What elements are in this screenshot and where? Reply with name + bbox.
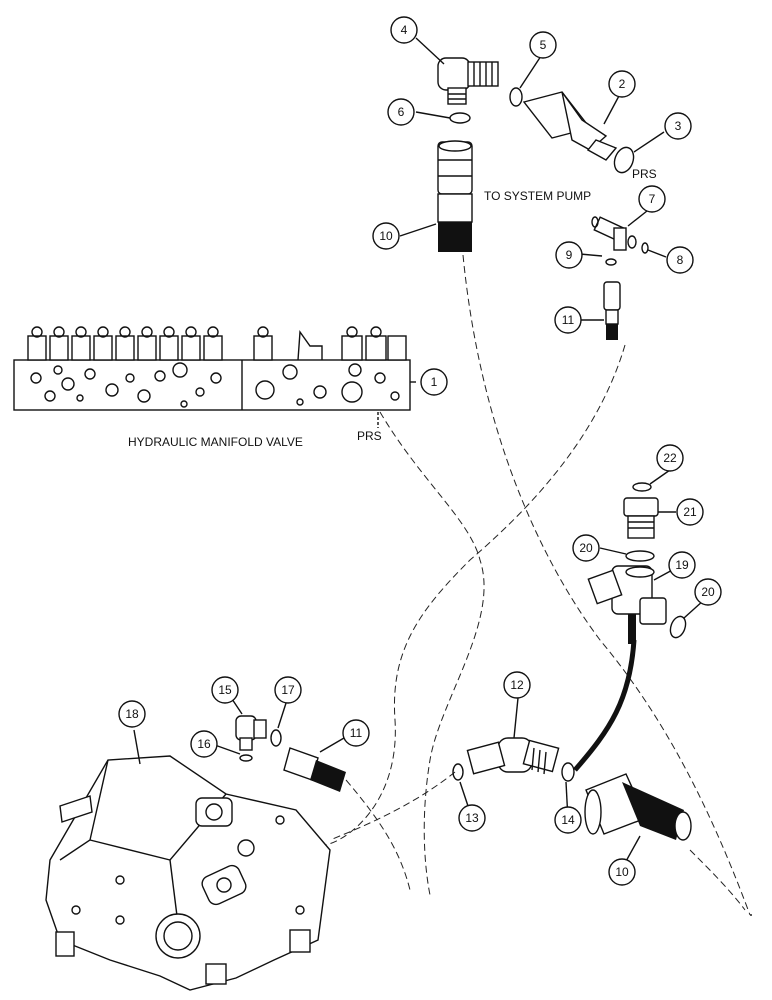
svg-text:11: 11 <box>350 726 363 740</box>
elbow-fitting-12 <box>466 737 560 775</box>
o-ring-3 <box>613 146 635 174</box>
manifold-valve-caption: HYDRAULIC MANIFOLD VALVE <box>128 435 303 449</box>
callout-14: 14 <box>554 806 582 834</box>
callout-2: 2 <box>608 70 636 98</box>
svg-text:10: 10 <box>615 865 629 879</box>
o-ring-9 <box>605 258 617 266</box>
svg-text:6: 6 <box>398 105 405 119</box>
callout-13: 13 <box>458 804 486 832</box>
callout-21: 21 <box>676 498 704 526</box>
hose-line <box>573 639 637 772</box>
callout-17: 17 <box>274 676 302 704</box>
o-ring-5 <box>509 87 523 107</box>
callout-20-right: 20 <box>694 578 722 606</box>
callout-11-top: 11 <box>554 306 582 334</box>
hose-assembly-10-bottom <box>584 773 692 841</box>
o-ring-6 <box>449 112 471 124</box>
callout-5: 5 <box>529 31 557 59</box>
callout-19: 19 <box>668 551 696 579</box>
callout-22: 22 <box>656 444 684 472</box>
o-ring-22 <box>632 482 652 492</box>
hose-routing-lines <box>324 254 751 916</box>
svg-text:14: 14 <box>561 813 575 827</box>
svg-text:8: 8 <box>677 253 684 267</box>
svg-text:18: 18 <box>125 707 139 721</box>
callout-4: 4 <box>390 16 418 44</box>
elbow-fitting-15 <box>235 715 267 751</box>
callout-1: 1 <box>420 368 448 396</box>
callout-8: 8 <box>666 246 694 274</box>
svg-text:9: 9 <box>566 248 573 262</box>
to-system-pump-label: TO SYSTEM PUMP <box>484 189 591 203</box>
o-ring-20-right <box>669 615 687 639</box>
tee-fitting-7 <box>591 216 637 251</box>
callout-15: 15 <box>211 676 239 704</box>
svg-text:19: 19 <box>675 558 689 572</box>
svg-text:7: 7 <box>649 192 656 206</box>
callout-12: 12 <box>503 671 531 699</box>
prs-label-manifold: PRS <box>357 429 382 443</box>
svg-text:20: 20 <box>701 585 715 599</box>
svg-text:13: 13 <box>465 811 479 825</box>
hose-assembly-11-top <box>603 281 621 340</box>
svg-text:17: 17 <box>281 683 295 697</box>
svg-text:11: 11 <box>562 313 575 327</box>
o-ring-8 <box>641 242 649 254</box>
hose-assembly-11-bottom <box>283 747 346 792</box>
o-ring-17 <box>270 729 282 747</box>
o-ring-14 <box>561 762 575 782</box>
callout-10-top: 10 <box>372 222 400 250</box>
hose-assembly-10-top <box>437 140 473 252</box>
o-ring-16 <box>239 754 253 762</box>
callout-6: 6 <box>387 98 415 126</box>
svg-text:2: 2 <box>619 77 626 91</box>
callout-10-bottom: 10 <box>608 858 636 886</box>
svg-text:12: 12 <box>510 678 524 692</box>
svg-text:16: 16 <box>197 737 211 751</box>
hydraulic-pump-18 <box>45 755 331 991</box>
tee-fitting-19 <box>587 565 667 644</box>
o-ring-13 <box>452 763 464 781</box>
callout-9: 9 <box>555 241 583 269</box>
callout-3: 3 <box>664 112 692 140</box>
connector-21 <box>623 497 659 539</box>
svg-text:3: 3 <box>675 119 682 133</box>
o-ring-20-top <box>625 550 655 562</box>
callout-11-bottom: 11 <box>342 719 370 747</box>
callout-20-left: 20 <box>572 534 600 562</box>
callout-7: 7 <box>638 185 666 213</box>
svg-text:21: 21 <box>683 505 697 519</box>
svg-text:20: 20 <box>579 541 593 555</box>
svg-text:4: 4 <box>401 23 408 37</box>
svg-text:10: 10 <box>379 229 393 243</box>
prs-label-top: PRS <box>632 167 657 181</box>
callout-18: 18 <box>118 700 146 728</box>
svg-text:15: 15 <box>218 683 232 697</box>
elbow-fitting-4 <box>437 57 499 105</box>
svg-text:5: 5 <box>540 38 547 52</box>
hydraulic-manifold-valve <box>13 326 411 411</box>
svg-text:1: 1 <box>431 375 438 389</box>
adapter-2 <box>522 91 618 161</box>
svg-text:22: 22 <box>663 451 677 465</box>
callout-16: 16 <box>190 730 218 758</box>
